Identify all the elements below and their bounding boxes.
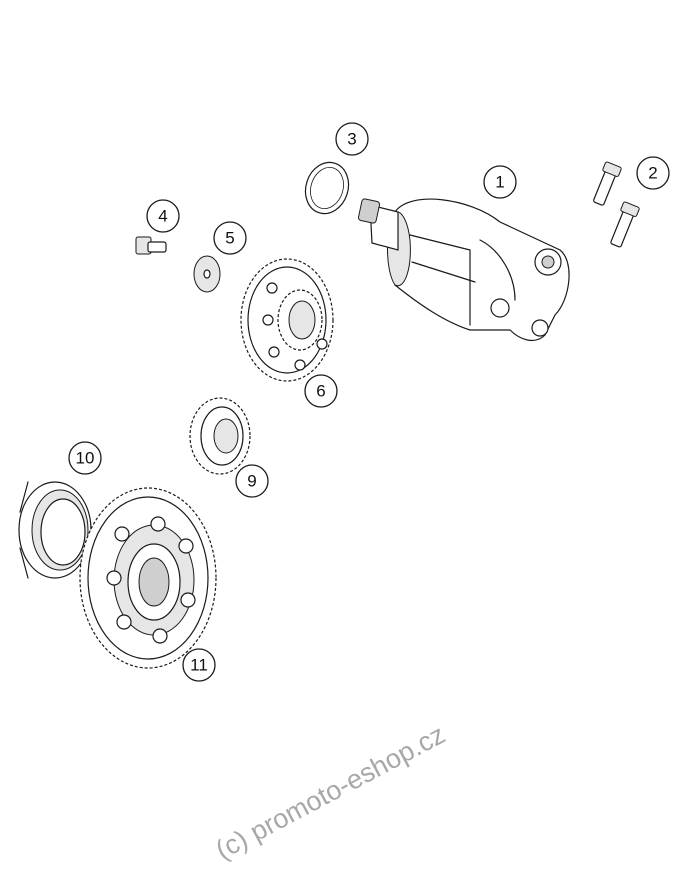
callout-4: 4 <box>146 199 180 233</box>
callout-11-label: 11 <box>190 656 208 675</box>
callout-9: 9 <box>235 464 269 498</box>
callout-3: 3 <box>335 122 369 156</box>
part-9-small-gear <box>189 397 251 475</box>
callout-4-label: 4 <box>158 207 167 226</box>
callout-6-label: 6 <box>316 382 325 401</box>
callout-9-label: 9 <box>247 472 256 491</box>
part-6-large-gear <box>240 258 334 382</box>
part-3-o-ring <box>304 161 350 215</box>
callout-2-label: 2 <box>648 164 657 183</box>
part-2-bolts <box>593 161 640 248</box>
callout-1: 1 <box>483 165 517 199</box>
part-4-bolt <box>135 236 167 255</box>
callout-3-label: 3 <box>347 130 356 149</box>
watermark-text: (c) promoto-eshop.cz <box>211 719 450 865</box>
part-10-bearing-ring <box>18 481 92 579</box>
part-11-starter-gear <box>79 487 217 669</box>
part-5-washer <box>193 255 221 293</box>
callout-10: 10 <box>68 441 102 475</box>
callout-6: 6 <box>304 374 338 408</box>
callout-5-label: 5 <box>225 229 234 248</box>
callout-5: 5 <box>213 221 247 255</box>
callout-10-label: 10 <box>76 449 95 468</box>
callout-2: 2 <box>636 156 670 190</box>
callout-1-label: 1 <box>495 173 504 192</box>
callout-11: 11 <box>182 648 216 682</box>
part-1-starter-motor <box>357 198 570 342</box>
